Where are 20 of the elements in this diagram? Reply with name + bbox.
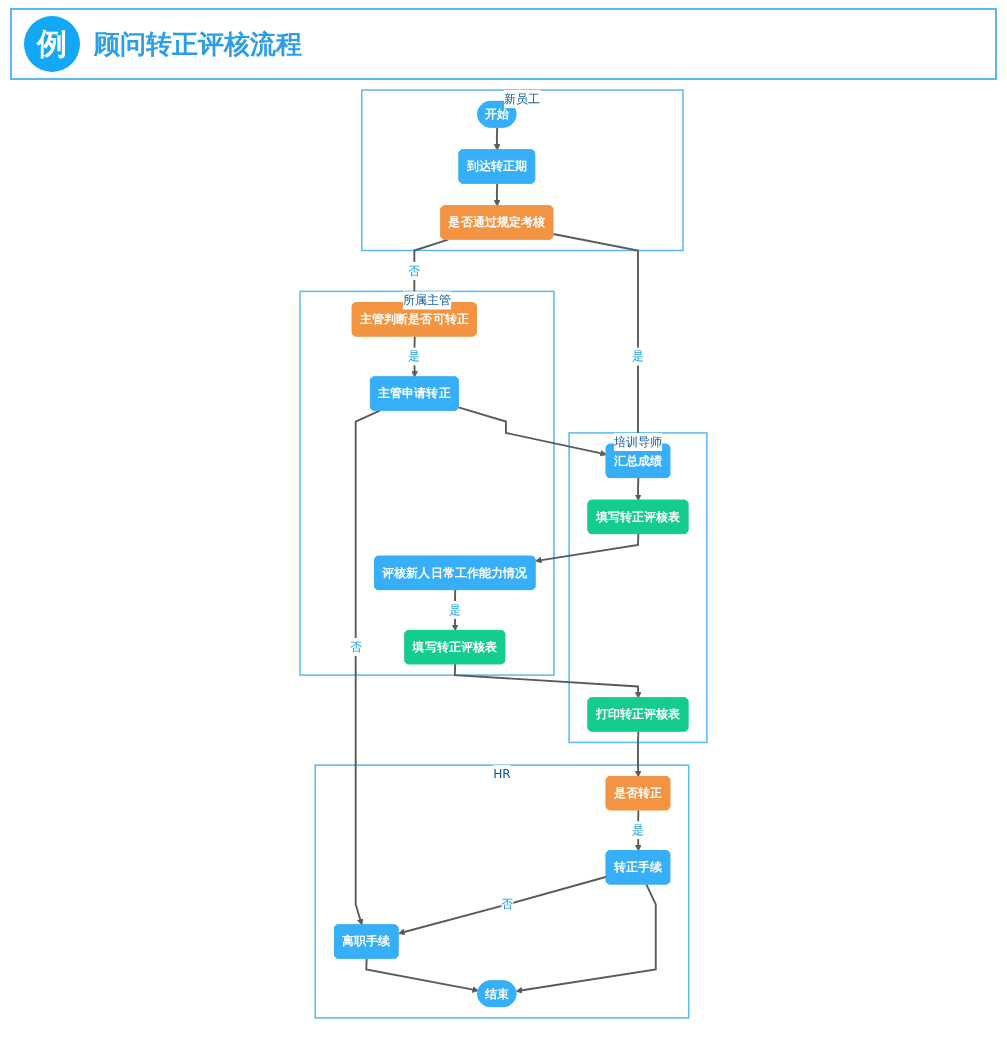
arrow [535,533,640,564]
example-badge: 例 [24,16,80,72]
arrow [634,730,642,778]
edge-label: 是 [631,822,645,838]
edge-label: 否 [501,896,514,912]
edge-label: 否 [349,639,362,654]
edge-label: 否 [408,263,421,278]
arrow [365,957,479,993]
edge-label: 是 [408,348,421,364]
arrow [398,875,608,936]
edge-label: 是 [448,602,461,617]
arrow [493,182,501,207]
arrow [634,477,642,501]
arrow [354,409,381,926]
arrow [515,883,657,994]
edge-label: 是 [631,348,645,364]
arrow [453,663,642,699]
arrow [493,126,501,151]
arrow [457,406,607,457]
diagram-title: 顾问转正评核流程 [94,27,302,61]
